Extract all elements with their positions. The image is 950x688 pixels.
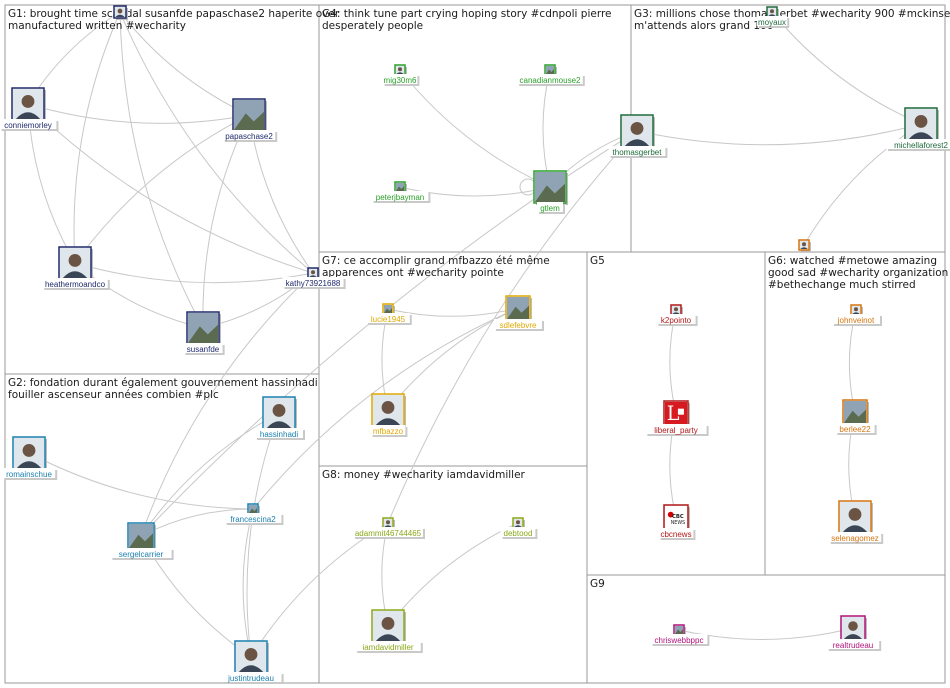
node-label: thomasgerbet <box>613 148 663 157</box>
node-label: susanfde <box>187 345 220 354</box>
node-label: canadianmouse2 <box>520 76 581 85</box>
node-susanfde[interactable]: susanfde <box>183 312 224 355</box>
node-label: chriswebbppc <box>655 636 704 645</box>
node-label: adammit46744465 <box>355 529 422 538</box>
node-label: romainschue <box>6 470 52 479</box>
avatar-head-icon <box>23 444 36 457</box>
node-label: gtlem <box>540 204 560 213</box>
node-label: sdlefebvre <box>500 321 537 330</box>
node-label: cbcnews <box>660 530 691 539</box>
avatar-head-icon <box>22 95 35 108</box>
cbc-logo-news-text: NEWS <box>671 520 685 526</box>
avatar-head-icon <box>382 617 395 630</box>
avatar-head-icon <box>382 401 395 414</box>
node-g6top[interactable] <box>799 240 811 252</box>
group-title-g5: G5 <box>590 255 605 267</box>
node-label: heathermoandco <box>45 280 106 289</box>
node-label: debtood <box>504 529 533 538</box>
node-g1top[interactable] <box>114 6 128 20</box>
avatar-head-icon <box>386 520 390 524</box>
node-label: moyaux <box>758 18 786 27</box>
avatar-head-icon <box>245 648 258 661</box>
avatar-head-icon <box>854 307 858 311</box>
node-gtlem[interactable]: gtlem <box>534 171 568 214</box>
group-title-g8: G8: money #wecharity iamdavidmiller <box>322 469 526 481</box>
avatar-head-icon <box>69 254 82 267</box>
node-label: lucie1945 <box>371 315 406 324</box>
avatar-head-icon <box>516 520 520 524</box>
node-label: liberal_party <box>654 426 698 435</box>
liberal-logo-letter: L <box>667 402 680 425</box>
avatar-head-icon <box>915 115 928 128</box>
node-label: michellaforest2 <box>894 141 948 150</box>
node-label: francescina2 <box>230 515 276 524</box>
maple-leaf-icon <box>678 409 684 415</box>
group-title-g9: G9 <box>590 578 605 590</box>
avatar-head-icon <box>311 270 315 274</box>
node-label: hassinhadi <box>260 430 298 439</box>
node-label: johnveinot <box>837 316 875 325</box>
avatar-head-icon <box>273 404 286 417</box>
node-label: realtrudeau <box>833 641 873 650</box>
node-label: mfbazzo <box>373 427 404 436</box>
node-label: papaschase2 <box>225 132 273 141</box>
avatar-head-icon <box>398 67 402 71</box>
avatar-head-icon <box>674 307 678 311</box>
avatar-head-icon <box>849 508 862 521</box>
avatar-head-icon <box>770 9 774 13</box>
node-label: berlee22 <box>839 425 871 434</box>
avatar-head-icon <box>631 122 644 135</box>
cbc-logo-text: CBC <box>672 514 684 520</box>
node-label: peterjbayman <box>376 193 424 202</box>
avatar-head-icon <box>118 9 123 14</box>
node-mfbazzo[interactable]: mfbazzo <box>371 394 408 437</box>
node-label: sergelcarrier <box>119 550 164 559</box>
node-label: mig30m6 <box>384 76 417 85</box>
node-label: kathy73921688 <box>286 279 341 288</box>
node-label: iamdavidmiller <box>362 643 413 652</box>
node-label: conniemorley <box>4 121 52 130</box>
node-label: justintrudeau <box>227 674 274 683</box>
node-label: selenagomez <box>831 534 879 543</box>
avatar-head-icon <box>848 621 858 631</box>
avatar-head-icon <box>802 242 806 246</box>
node-label: k2pointo <box>661 316 692 325</box>
